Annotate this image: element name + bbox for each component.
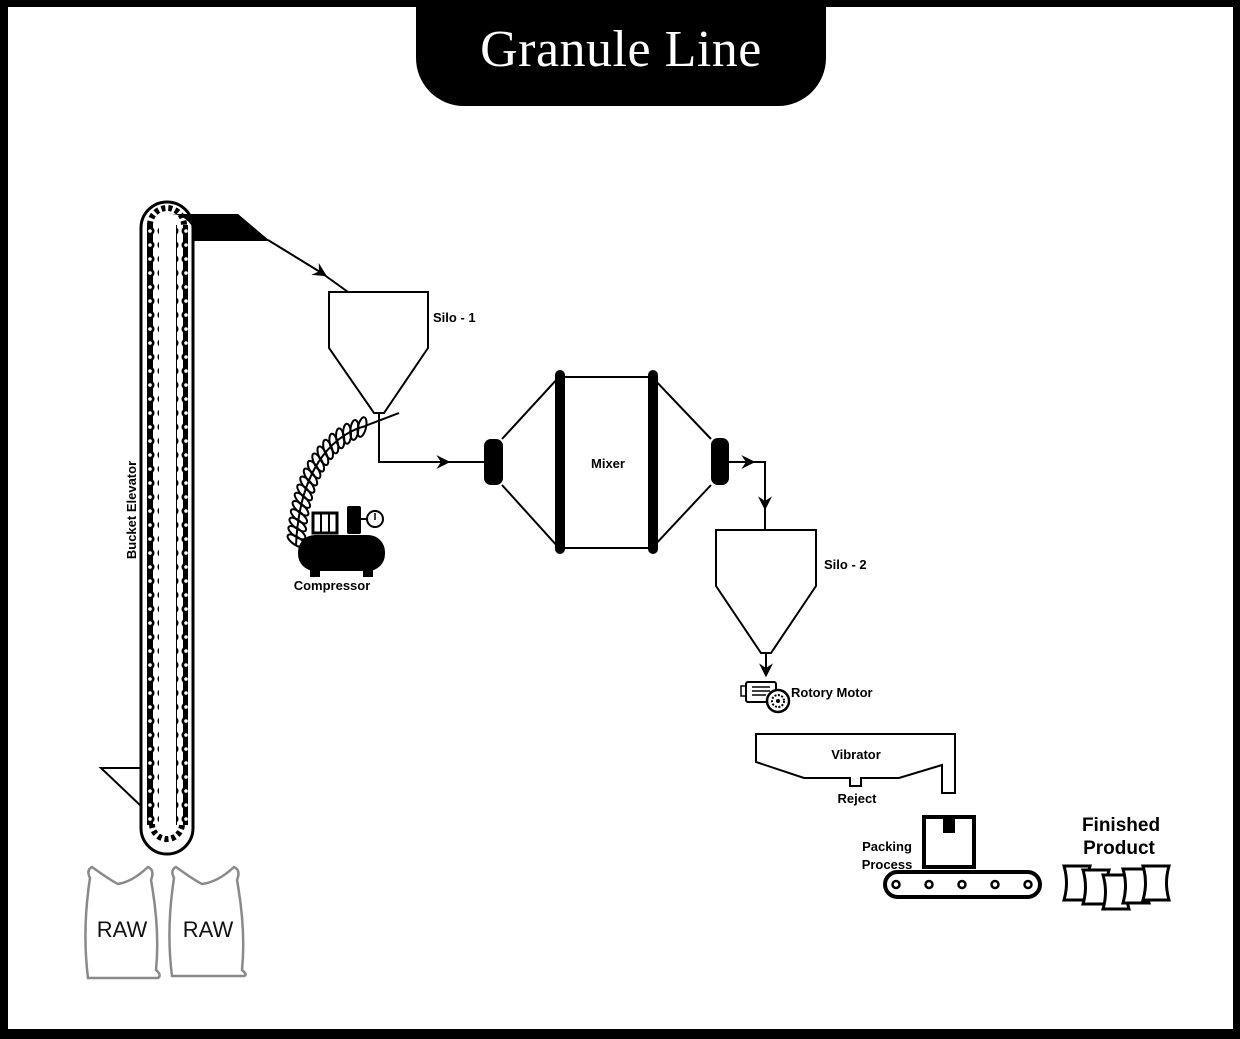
- rotory-motor-icon: [740, 681, 791, 714]
- compressor-head: [347, 506, 361, 534]
- diagram-canvas: [8, 7, 1233, 1029]
- raw-bag-1: [84, 865, 161, 980]
- vibrator: [755, 733, 956, 794]
- mixer-band-right: [648, 370, 658, 554]
- compressor-label: Compressor: [294, 578, 371, 593]
- compressor-hose: [295, 425, 367, 546]
- conveyor-belt: [883, 870, 1042, 899]
- packing-box-icon: [922, 815, 976, 869]
- mixer-label: Mixer: [591, 456, 625, 471]
- product-bag: [1140, 864, 1172, 902]
- finished-label-line1: Finished: [1082, 815, 1160, 836]
- silo-1-label: Silo - 1: [433, 310, 476, 325]
- conveyor-roller: [1023, 879, 1033, 890]
- flow-arrow-to-silo2: [750, 461, 772, 511]
- raw-bag-1-label: RAW: [97, 917, 148, 942]
- flow-arrow-silo1-to-mixer: [378, 413, 451, 469]
- reject-label: Reject: [837, 791, 877, 806]
- compressor-motor: [311, 511, 339, 535]
- conveyor-roller: [957, 879, 967, 890]
- hose-coils: [286, 416, 368, 549]
- finished-product-bags: [1061, 864, 1172, 911]
- chain-left: [147, 225, 159, 825]
- chain-right: [176, 225, 188, 825]
- rotory-motor-label: Rotory Motor: [791, 685, 873, 700]
- raw-bag-2-label: RAW: [183, 917, 234, 942]
- packing-label-line1: Packing: [862, 839, 912, 854]
- conveyor-roller: [990, 879, 1000, 890]
- elevator-discharge-head: [167, 213, 270, 241]
- mixer-band-left: [555, 370, 565, 554]
- packing-label-line2: Process: [862, 857, 913, 872]
- conveyor-roller: [924, 879, 934, 890]
- mixer-outlet-cap: [711, 438, 729, 485]
- silo-1: [328, 291, 429, 414]
- conveyor-roller: [891, 879, 901, 890]
- bucket-elevator-label: Bucket Elevator: [124, 461, 139, 559]
- flow-arrow-elevator-to-silo1: [267, 239, 327, 277]
- compressor-tank: [298, 535, 385, 571]
- diagram-title: Granule Line: [480, 20, 762, 78]
- silo-2-label: Silo - 2: [824, 557, 867, 572]
- title-tab: Granule Line: [416, 0, 826, 106]
- bucket-elevator: [98, 200, 270, 856]
- elevator-feed-hopper: [98, 767, 142, 807]
- compressor: [298, 506, 385, 577]
- silo-2: [715, 529, 817, 654]
- vibrator-label: Vibrator: [831, 747, 881, 762]
- raw-bag-2: [168, 865, 247, 978]
- mixer-inlet-cap: [484, 439, 503, 485]
- mixer: [484, 370, 729, 554]
- finished-label-line2: Product: [1083, 838, 1155, 859]
